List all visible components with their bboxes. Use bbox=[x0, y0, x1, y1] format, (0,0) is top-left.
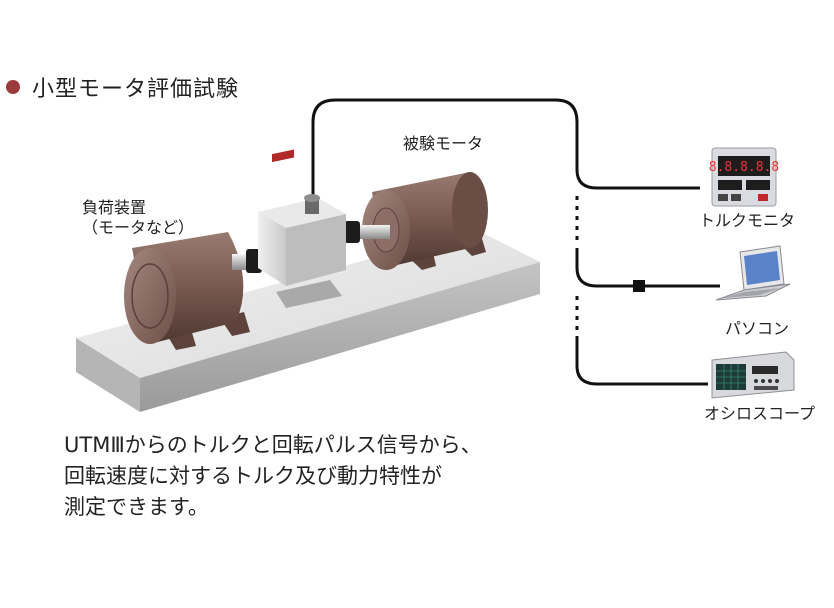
section-title: 小型モータ評価試験 bbox=[6, 70, 239, 104]
motor-under-test-label: 被験モータ bbox=[403, 134, 484, 153]
pc-label: パソコン bbox=[725, 319, 790, 338]
torque-sensor bbox=[258, 149, 346, 286]
description-line-3: 測定できます。 bbox=[64, 495, 209, 519]
description: UTMⅢからのトルクと回転パルス信号から、 回転速度に対するトルク及び動力特性が… bbox=[64, 430, 482, 523]
svg-text:8.8.8.8.8: 8.8.8.8.8 bbox=[709, 160, 779, 175]
cable-junction bbox=[633, 280, 645, 292]
oscilloscope-label: オシロスコープ bbox=[704, 404, 816, 423]
description-line-1: UTMⅢからのトルクと回転パルス信号から、 bbox=[64, 433, 482, 457]
load-device-label: 負荷装置 （モータなど） bbox=[82, 198, 194, 238]
section-title-text: 小型モータ評価試験 bbox=[32, 77, 240, 102]
load-device-label-line1: 負荷装置 bbox=[82, 198, 147, 217]
load-device-label-line2: （モータなど） bbox=[82, 218, 195, 237]
oscilloscope-device bbox=[711, 351, 795, 399]
torque-monitor-device: 8.8.8.8.8 bbox=[709, 147, 779, 207]
load-device bbox=[124, 232, 250, 350]
torque-monitor-label: トルクモニタ bbox=[699, 211, 796, 230]
description-line-2: 回転速度に対するトルク及び動力特性が bbox=[64, 464, 442, 488]
signal-cables bbox=[311, 98, 720, 386]
bullet-icon bbox=[6, 80, 20, 94]
laptop-device bbox=[715, 245, 791, 301]
